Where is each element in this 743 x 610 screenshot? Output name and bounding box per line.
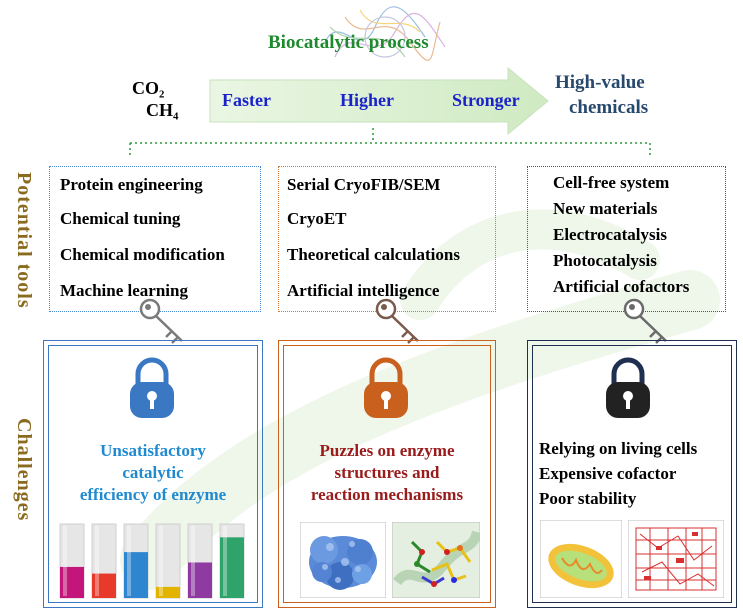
challenge-item: Expensive cofactor (539, 464, 677, 483)
product-line-1: High-value (555, 72, 645, 93)
challenge-line: Puzzles on enzyme (319, 441, 455, 460)
cylinder-bar (59, 523, 85, 599)
challenge-item: Poor stability (539, 489, 637, 508)
reaction-mechanism-image (392, 522, 480, 598)
cylinder-bar (155, 523, 181, 599)
bracket-connector (129, 128, 651, 158)
challenge-item: Relying on living cells (539, 439, 698, 458)
process-title: Biocatalytic process (268, 32, 429, 53)
cylinder-bar (91, 523, 117, 599)
reactant-ch4: CH₄ (146, 100, 179, 120)
lock-icon-left (130, 357, 174, 418)
tool-item: Protein engineering (60, 175, 203, 194)
cylinder-bar (219, 523, 245, 599)
challenge-box-right (527, 340, 737, 608)
tool-item: Artificial intelligence (287, 281, 440, 300)
mitochondrion-image (540, 520, 622, 598)
challenge-text-middle: Puzzles on enzyme structures and reactio… (284, 440, 490, 506)
challenge-box-left (43, 340, 263, 608)
tool-item: Theoretical calculations (287, 245, 460, 264)
tool-item: Cell-free system (553, 173, 670, 192)
product-line-2: chemicals (569, 97, 649, 118)
lock-icon-right (606, 357, 650, 418)
tool-item: Artificial cofactors (553, 277, 690, 296)
challenge-text-left: Unsatisfactory catalytic efficiency of e… (50, 440, 256, 506)
enzyme-surface-image (300, 522, 386, 598)
key-icon-right (623, 298, 667, 344)
tool-item: Chemical modification (60, 245, 225, 264)
challenge-line: reaction mechanisms (310, 485, 464, 504)
tool-item: Chemical tuning (60, 209, 181, 228)
challenge-line: catalytic (122, 463, 184, 482)
arrow-label-higher: Higher (340, 90, 394, 110)
process-arrow (209, 66, 549, 136)
tool-item: New materials (553, 199, 658, 218)
tool-item: Electrocatalysis (553, 225, 667, 244)
challenge-line: structures and (334, 463, 440, 482)
side-label-potential-tools: Potential tools (13, 172, 35, 309)
metabolic-network-image (628, 520, 724, 598)
protein-structure-icon (324, 6, 446, 61)
arrow-label-faster: Faster (222, 90, 271, 110)
cylinder-bar (123, 523, 149, 599)
key-icon-middle (375, 298, 419, 344)
challenge-box-middle (278, 340, 496, 608)
reactant-co2: CO₂ (132, 78, 165, 98)
tool-item: Machine learning (60, 281, 188, 300)
cylinder-bar (187, 523, 213, 599)
lock-icon-middle (364, 357, 408, 418)
tool-item: Photocatalysis (553, 251, 657, 270)
challenge-line: Unsatisfactory (100, 441, 206, 460)
tool-item: Serial CryoFIB/SEM (287, 175, 441, 194)
arrow-label-stronger: Stronger (452, 90, 520, 110)
side-label-challenges: Challenges (13, 418, 35, 522)
enzyme-efficiency-bars-illustration (59, 523, 245, 599)
tool-item: CryoET (287, 209, 347, 228)
challenge-line: efficiency of enzyme (79, 485, 227, 504)
